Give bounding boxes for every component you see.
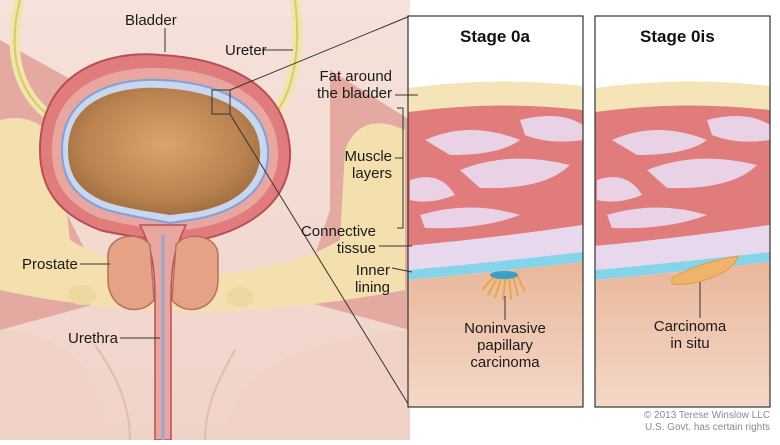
label-muscle: Muscle layers	[300, 148, 392, 182]
label-inner-line2: lining	[354, 279, 390, 296]
label-bladder: Bladder	[125, 12, 177, 29]
label-fat: Fat around the bladder	[302, 68, 392, 102]
lumen-a	[408, 262, 583, 407]
label-papillary-carcinoma: Noninvasive papillary carcinoma	[440, 320, 570, 371]
copyright-line2: U.S. Govt. has certain rights	[644, 422, 770, 433]
label-carcinoma-in-situ: Carcinoma in situ	[635, 318, 745, 352]
connective-layer-a	[408, 225, 583, 270]
fat-layer-b	[595, 81, 770, 112]
bladder-lumen	[68, 87, 261, 215]
panel-stage-0a	[407, 15, 584, 408]
carcinoma-in-situ	[671, 255, 739, 285]
panel-b-border	[594, 15, 771, 408]
label-prostate: Prostate	[22, 256, 78, 273]
zoom-callout-box	[211, 89, 231, 115]
label-muscle-line2: layers	[351, 165, 392, 182]
label-muscle-line1: Muscle	[344, 148, 392, 165]
tumor-a-line2: papillary	[477, 337, 533, 354]
tumor-a-line3: carcinoma	[470, 354, 540, 371]
thigh-right	[225, 330, 410, 440]
leader-lines	[80, 28, 701, 339]
tumor-b-line2: in situ	[670, 335, 710, 352]
label-connective-line2: tissue	[336, 240, 376, 257]
prostate	[107, 235, 155, 311]
panel-a-border	[407, 15, 584, 408]
tumor-b-line1: Carcinoma	[653, 318, 727, 335]
thigh-left	[0, 330, 110, 440]
label-ureter: Ureter	[225, 42, 267, 59]
label-connective: Connective tissue	[280, 223, 376, 257]
label-inner-line1: Inner	[355, 262, 390, 279]
copyright: © 2013 Terese Winslow LLC U.S. Govt. has…	[600, 410, 770, 434]
label-connective-line1: Connective	[300, 223, 376, 240]
label-fat-line2: the bladder	[316, 85, 392, 102]
fat-layer-a	[408, 81, 583, 112]
label-inner-lining: Inner lining	[300, 262, 390, 296]
panel-b-title: Stage 0is	[640, 27, 715, 46]
label-urethra: Urethra	[68, 330, 119, 347]
anatomy-left	[0, 0, 411, 441]
lumen-b	[595, 262, 770, 407]
tumor-a-line1: Noninvasive	[464, 320, 546, 337]
connective-layer-b	[595, 225, 770, 270]
copyright-line1: © 2013 Terese Winslow LLC	[643, 410, 770, 421]
inner-lining-a	[408, 252, 583, 280]
label-fat-line1: Fat around	[319, 68, 392, 85]
panel-stage-0is	[594, 15, 771, 408]
panel-a-title: Stage 0a	[460, 27, 530, 46]
